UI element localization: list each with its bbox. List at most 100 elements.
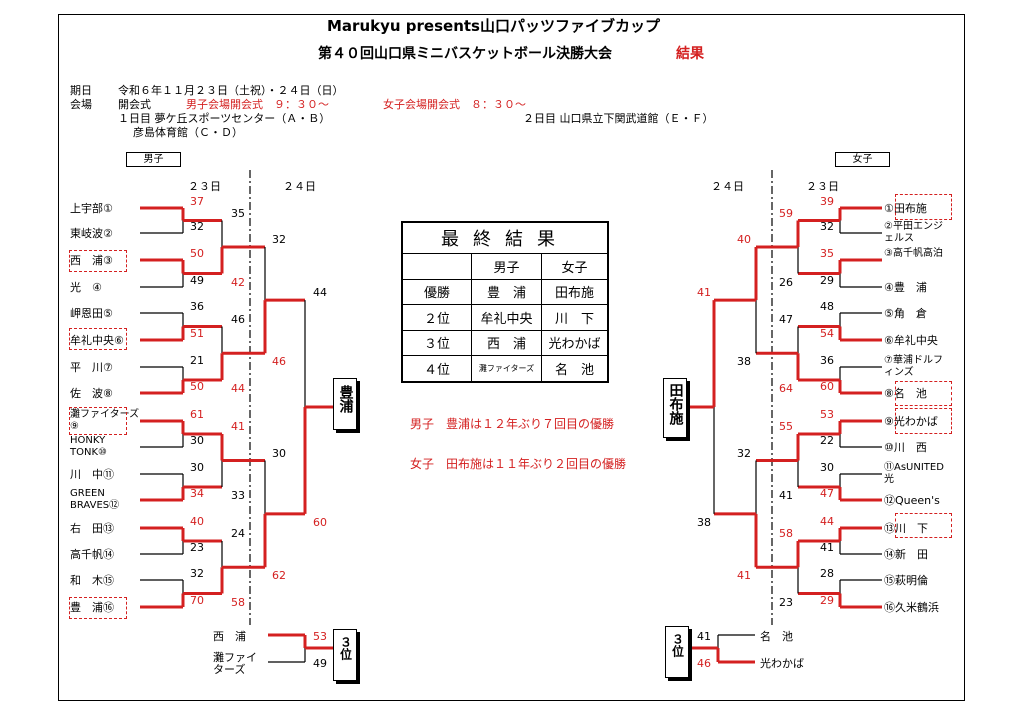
girls-team-name: ⑤角 倉	[884, 307, 927, 320]
girls-r1-score: 30	[820, 461, 834, 474]
boys-team-name: 東岐波②	[70, 227, 113, 240]
boys-r3-score: 30	[272, 446, 286, 460]
boys-r1-score: 23	[190, 541, 204, 554]
boys-r1-score: 34	[190, 487, 204, 500]
boys-team-name: 岬恩田⑤	[70, 307, 113, 320]
girls-team-name: ④豊 浦	[884, 281, 927, 294]
girls-third-score-b: 46	[697, 657, 711, 670]
girls-best4-box	[895, 381, 952, 406]
col-girls: 女子	[540, 253, 609, 280]
girls-third-score-a: 41	[697, 630, 711, 643]
boys-r1-score: 30	[190, 434, 204, 447]
girls-best4-box	[895, 408, 952, 434]
girls-team-name: ⑨光わかば	[884, 415, 938, 428]
boys-team-name: 牟礼中央⑥	[70, 334, 124, 347]
boys-team-name: 佐 波⑧	[70, 387, 113, 400]
boys-r1-score: 30	[190, 461, 204, 474]
girls-r2-score: 58	[779, 527, 793, 540]
boys-r2-score: 41	[231, 420, 245, 433]
boys-team-name: 光 ④	[70, 281, 102, 294]
tournament-title: Marukyu presents山口パッツファイブカップ	[327, 17, 660, 35]
girls-r1-score: 29	[820, 594, 834, 607]
girls-cell: 名 池	[540, 355, 609, 383]
girls-cell: 川 下	[540, 304, 609, 331]
boys-open-time: 男子会場開会式 ９：３０～	[186, 98, 329, 111]
boys-cell: 灘ファイターズ	[471, 355, 542, 383]
girls-r2-score: 23	[779, 595, 793, 609]
girls-r2-score: 26	[779, 275, 793, 289]
girls-third-team-a: 名 池	[760, 630, 793, 643]
boys-team-name: 上宇部①	[70, 202, 113, 215]
boys-r2-score: 24	[231, 527, 245, 540]
girls-champion: 田布施	[663, 378, 687, 438]
boys-team-name: 西 浦③	[70, 254, 113, 267]
girls-r1-score: 54	[820, 327, 834, 340]
boys-team-name: GREEN BRAVES⑫	[70, 488, 120, 511]
boys-label: 男子	[126, 152, 181, 167]
boys-day24: ２４日	[283, 180, 316, 193]
girls-r3-score: 38	[737, 355, 751, 369]
boys-r3-score: 32	[272, 233, 286, 246]
boys-note: 男子 豊浦は１２年ぶり７回目の優勝	[410, 417, 615, 431]
boys-third-team-a: 西 浦	[213, 630, 246, 643]
boys-r1-score: 32	[190, 567, 204, 580]
girls-r2-score: 64	[779, 382, 793, 395]
girls-r2-score: 47	[779, 312, 793, 326]
final-results-title: 最終結果	[401, 221, 609, 254]
girls-third-team-b: 光わかば	[760, 657, 804, 670]
day1-venue: １日目 夢ケ丘スポーツセンター（Ａ・Ｂ）	[118, 112, 331, 125]
girls-team-name: ①田布施	[884, 202, 927, 215]
girls-open-time: 女子会場開会式 ８：３０～	[383, 98, 526, 111]
girls-team-name: ⑭新 田	[884, 548, 928, 561]
ceremony-label: 開会式	[118, 98, 151, 111]
boys-final-score: 44	[313, 286, 327, 300]
girls-r1-score: 22	[820, 434, 834, 447]
girls-team-name: ⑩川 西	[884, 441, 927, 454]
boys-r1-score: 70	[190, 594, 204, 607]
girls-r1-score: 44	[820, 515, 834, 528]
girls-best4-box	[895, 513, 952, 538]
page-frame	[58, 14, 965, 701]
girls-cell: 光わかば	[540, 329, 609, 357]
result-label: 結果	[676, 46, 704, 62]
boys-team-name: 平 川⑦	[70, 361, 113, 374]
girls-team-name: ⑪AsUNITED光	[884, 462, 944, 485]
boys-r2-score: 35	[231, 206, 245, 220]
tournament-subtitle: 第４０回山口県ミニバスケットボール決勝大会	[318, 46, 612, 62]
boys-r2-score: 46	[231, 312, 245, 326]
girls-day23: ２３日	[806, 180, 839, 193]
girls-third-place-label: ３位	[665, 626, 689, 678]
girls-team-name: ⑧名 池	[884, 387, 927, 400]
girls-r3-score: 41	[737, 569, 751, 583]
boys-day23: ２３日	[188, 180, 221, 193]
boys-third-place-label: ３位	[333, 629, 357, 681]
girls-team-name: ⑯久米鶴浜	[884, 601, 939, 614]
final-results-table: 最終結果 男子女子 優勝豊 浦田布施 ２位牟礼中央川 下 ３位西 浦光わかば ４…	[401, 221, 609, 383]
girls-r3-score: 40	[737, 233, 751, 246]
girls-note: 女子 田布施は１１年ぶり２回目の優勝	[410, 457, 627, 471]
girls-team-name: ②平田エンジェルス	[884, 221, 943, 244]
boys-team-name: 灘ファイターズ⑨	[70, 409, 140, 432]
girls-r2-score: 55	[779, 420, 793, 433]
girls-r1-score: 53	[820, 408, 834, 421]
boys-champion: 豊浦	[333, 378, 357, 430]
boys-third-score-a: 53	[313, 630, 327, 643]
girls-r2-score: 59	[779, 206, 793, 220]
rank-cell: 優勝	[401, 278, 472, 306]
boys-third-score-b: 49	[313, 657, 327, 670]
col-boys: 男子	[471, 253, 542, 280]
venue-label: 会場	[70, 98, 92, 111]
boys-team-name: 和 木⑮	[70, 574, 114, 587]
boys-team-name: 川 中⑪	[70, 468, 114, 481]
boys-r1-score: 21	[190, 354, 204, 367]
boys-r1-score: 50	[190, 247, 204, 260]
boys-third-team-b: 灘ファイターズ	[213, 651, 257, 676]
girls-best4-box	[895, 194, 952, 220]
boys-r3-score: 62	[272, 569, 286, 583]
girls-r1-score: 32	[820, 220, 834, 233]
girls-team-name: ③高千帆高泊	[884, 248, 943, 259]
girls-team-name: ⑦華浦ドルフィンズ	[884, 355, 943, 378]
girls-r1-score: 36	[820, 354, 834, 367]
rank-cell: ４位	[401, 355, 472, 383]
